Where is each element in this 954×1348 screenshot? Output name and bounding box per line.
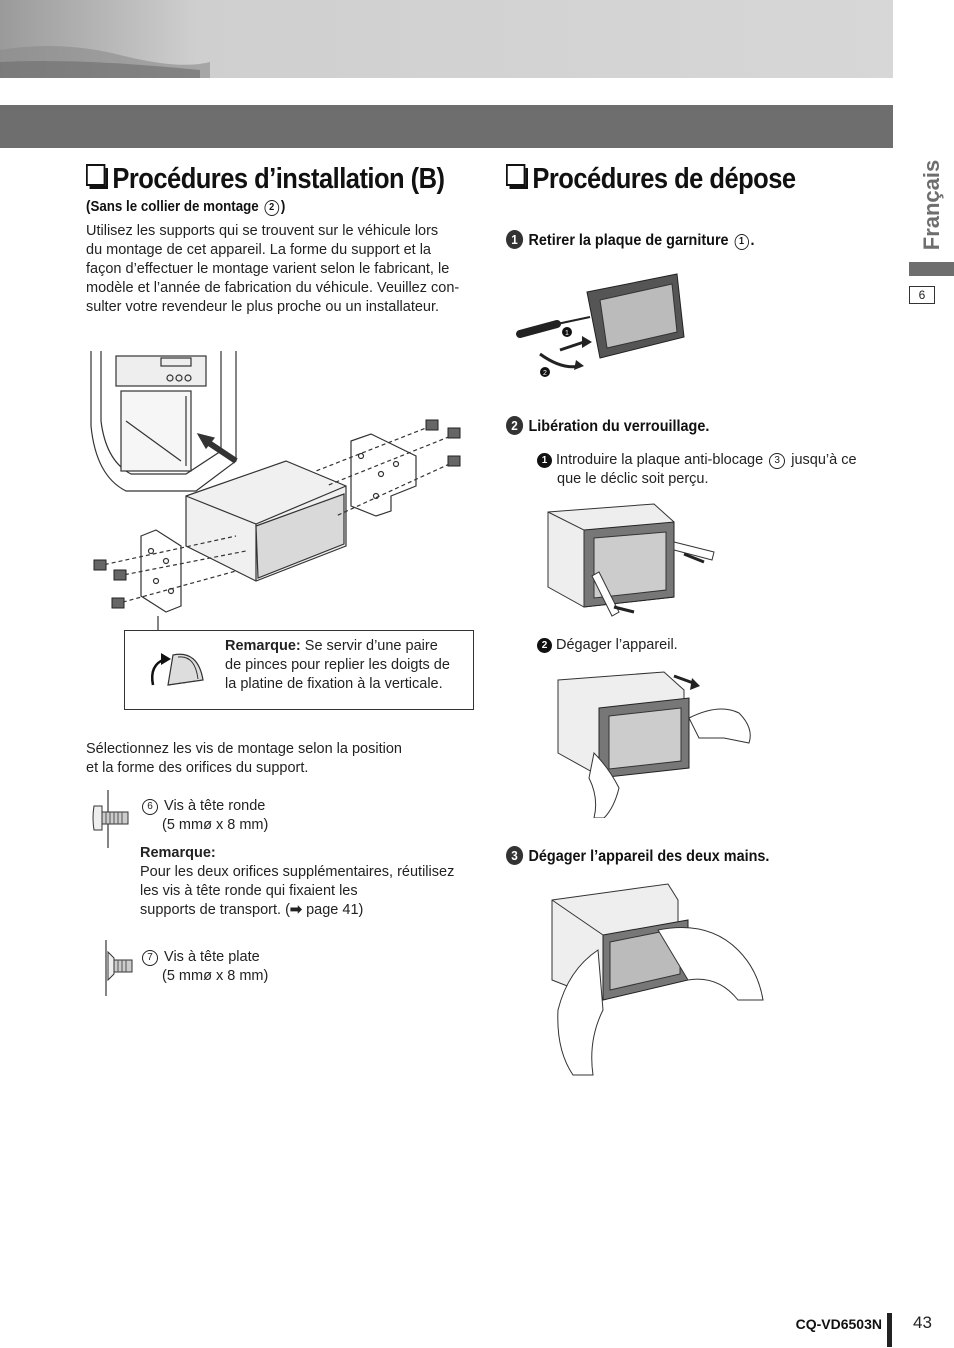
- installation-diagram: [90, 351, 461, 636]
- section-bar: [0, 105, 893, 148]
- installation-subtitle: (Sans le collier de montage 2): [86, 199, 285, 216]
- remark-text: Remarque: Se servir d’une paire de pince…: [225, 637, 470, 694]
- sub-step-number: 2: [537, 638, 552, 653]
- intro-line: modèle et l’année de fabrication du véhi…: [86, 280, 460, 296]
- arrow-right-icon: ➡: [289, 902, 303, 918]
- step-3-text: Dégager l’appareil des deux mains.: [528, 848, 770, 865]
- ref-circle: 2: [264, 200, 279, 216]
- figure-marker: 1: [565, 330, 569, 337]
- remark2: Remarque: Pour les deux orifices supplém…: [140, 844, 480, 920]
- screw6-size: (5 mmø x 8 mm): [162, 817, 269, 833]
- ref-circle: 6: [142, 799, 158, 815]
- footer-divider: [887, 1313, 892, 1347]
- screw7-name: Vis à tête plate: [164, 949, 260, 965]
- intro-line: du montage de cet appareil. La forme du …: [86, 242, 431, 258]
- intro-line: Utilisez les supports qui se trouvent su…: [86, 223, 439, 239]
- model-number: CQ-VD6503N: [795, 1316, 882, 1332]
- removal-title-text: Procédures de dépose: [532, 163, 796, 195]
- header-banner: [0, 0, 893, 78]
- subtitle-end: ): [280, 199, 286, 215]
- header-landscape-image: [0, 0, 893, 78]
- sub-step-2-text: Dégager l’appareil.: [556, 637, 678, 653]
- trim-plate-removal-figure: 1 2: [516, 273, 685, 377]
- remark-line: la platine de fixation à la verticale.: [225, 676, 443, 692]
- ref-circle: 3: [769, 453, 786, 469]
- ref-circle: 1: [734, 234, 749, 250]
- remark2-line: supports de transport. (: [140, 902, 290, 918]
- page-number: 43: [913, 1313, 932, 1332]
- screw7-size: (5 mmø x 8 mm): [162, 968, 269, 984]
- two-hands-removal-figure: [551, 883, 764, 1076]
- select-line: et la forme des orifices du support.: [86, 760, 309, 776]
- sub-step-number: 1: [537, 453, 552, 468]
- sub-step-2: 2 Dégager l’appareil.: [537, 636, 678, 655]
- select-line: Sélectionnez les vis de montage selon la…: [86, 741, 402, 757]
- step-1-text: Retirer la plaque de garniture: [528, 232, 733, 249]
- flat-head-screw-icon: [105, 940, 133, 996]
- remark2-line: les vis à tête ronde qui fixaient les: [140, 883, 358, 899]
- checkbox-bullet-icon: [86, 164, 109, 189]
- page-ref-link[interactable]: page 41): [302, 902, 364, 918]
- subtitle-text: (Sans le collier de montage: [86, 199, 263, 215]
- chapter-index: 6: [909, 286, 935, 304]
- installation-title-text: Procédures d’installation (B): [112, 163, 445, 195]
- language-text: Français: [919, 159, 944, 251]
- step-number: 2: [506, 416, 524, 435]
- remark-line: de pinces pour replier les doigts de: [225, 657, 450, 673]
- screw6-label: 6 Vis à tête ronde (5 mmø x 8 mm): [140, 797, 268, 835]
- language-tab: [909, 262, 954, 276]
- screw6-name: Vis à tête ronde: [164, 798, 266, 814]
- installation-intro: Utilisez les supports qui se trouvent su…: [86, 222, 476, 317]
- figure-marker: 2: [543, 370, 547, 377]
- step-number: 1: [506, 230, 524, 249]
- language-label: Français: [919, 152, 944, 262]
- checkbox-bullet-icon: [506, 164, 528, 189]
- screw-selection-text: Sélectionnez les vis de montage selon la…: [86, 740, 476, 778]
- intro-line: façon d’effectuer le montage varient sel…: [86, 261, 450, 277]
- sub-step-1-text: Introduire la plaque anti-blocage: [556, 452, 768, 468]
- sub-step-1-end: jusqu’à ce: [787, 452, 857, 468]
- step-1-end: .: [750, 232, 755, 249]
- round-head-screw-icon: [92, 790, 129, 848]
- remark-line: Se servir d’une paire: [300, 638, 438, 654]
- remark2-label: Remarque:: [140, 845, 216, 861]
- intro-line: sulter votre revendeur le plus proche ou…: [86, 299, 440, 315]
- installation-title: Procédures d’installation (B): [86, 163, 445, 196]
- step-2-text: Libération du verrouillage.: [528, 418, 710, 435]
- removal-title: Procédures de dépose: [506, 163, 796, 196]
- pliers-fold-icon: [151, 653, 204, 686]
- pull-unit-figure: [557, 671, 751, 818]
- unlock-plate-figure: [547, 503, 715, 617]
- ref-circle: 7: [142, 950, 158, 966]
- remark-label: Remarque:: [225, 638, 301, 654]
- remark-box: Remarque: Se servir d’une paire de pince…: [124, 630, 474, 710]
- screw7-label: 7 Vis à tête plate (5 mmø x 8 mm): [140, 948, 268, 986]
- sub-step-1-line2: que le déclic soit perçu.: [557, 471, 709, 487]
- step-number: 3: [506, 846, 524, 865]
- sub-step-1: 1 Introduire la plaque anti-blocage 3 jus…: [537, 451, 877, 489]
- remark2-line: Pour les deux orifices supplémentaires, …: [140, 864, 455, 880]
